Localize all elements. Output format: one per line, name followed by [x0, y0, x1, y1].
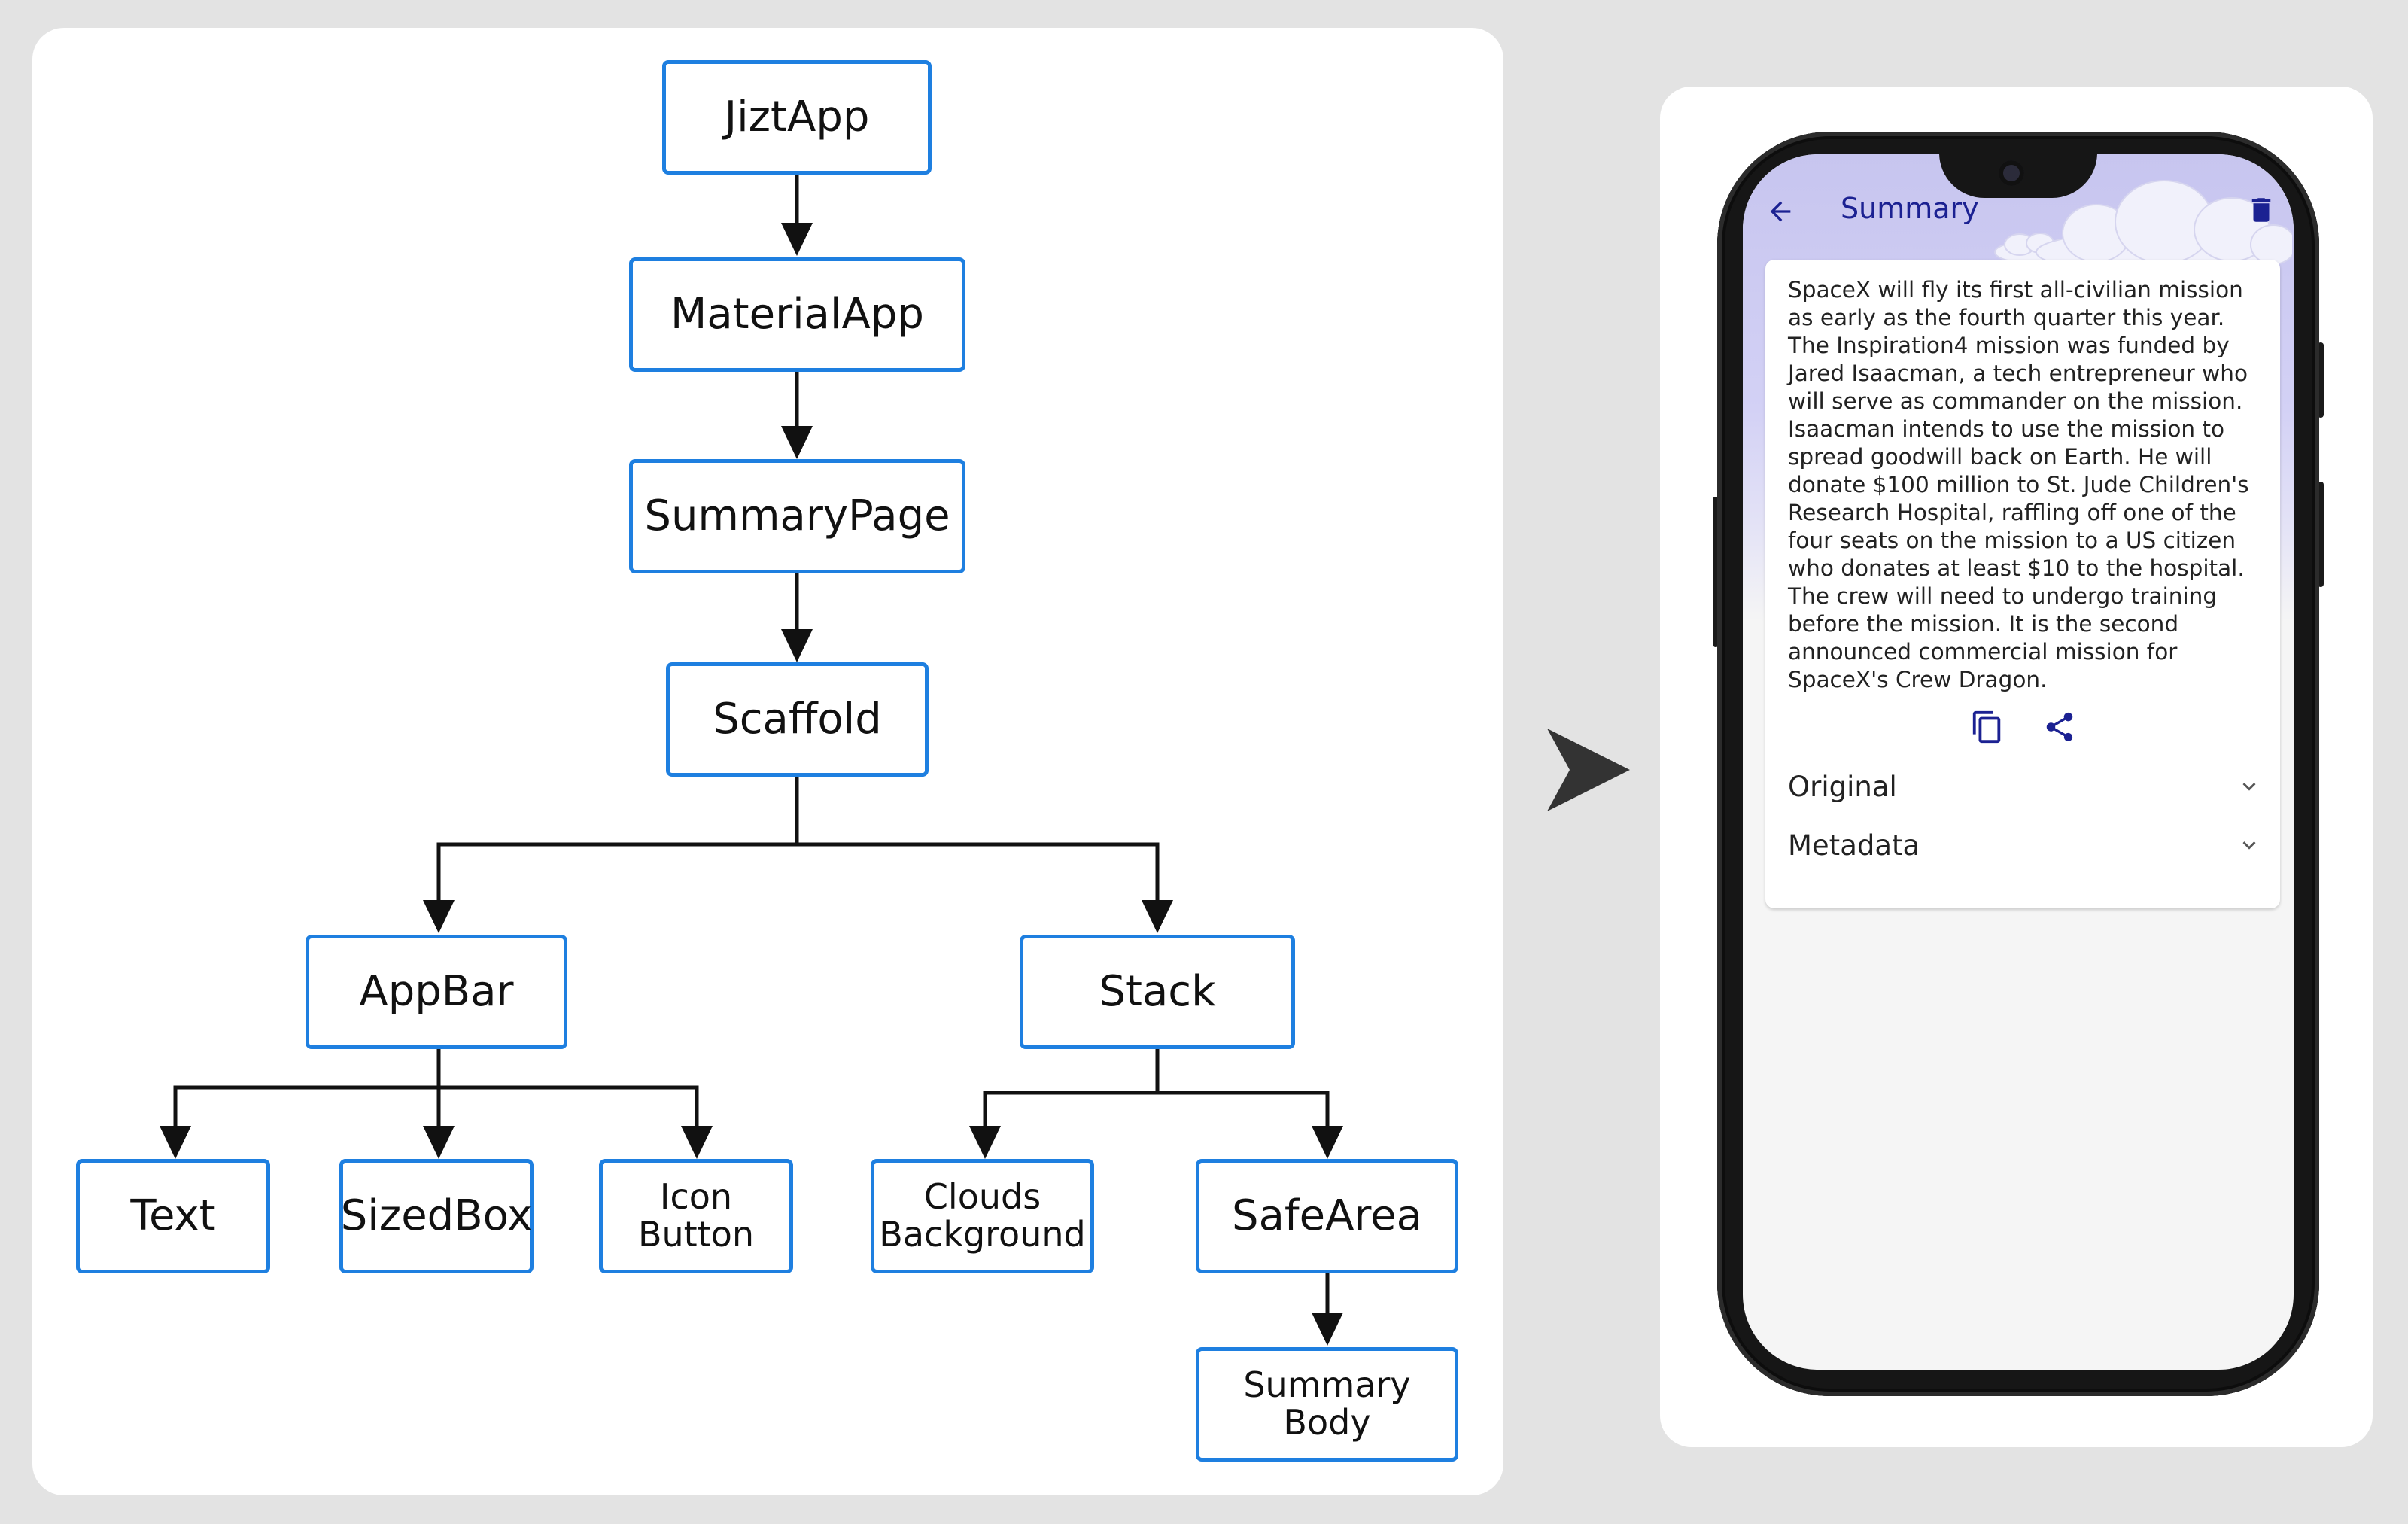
arrowhead: [1312, 1126, 1343, 1159]
node-jiztapp: JiztApp: [662, 60, 932, 175]
node-summarybody: Summary Body: [1196, 1347, 1458, 1462]
node-label: Icon Button: [637, 1176, 755, 1255]
node-scaffold: Scaffold: [666, 662, 929, 777]
node-label: Summary Body: [1243, 1364, 1411, 1443]
section-label: Original: [1788, 770, 1897, 803]
chevron-down-icon: [2242, 841, 2256, 850]
arrowhead: [423, 1126, 455, 1159]
edge-scaffold-appbar: [436, 777, 799, 907]
section-metadata[interactable]: Metadata: [1788, 823, 2262, 868]
edge-stack-safearea: [1157, 1091, 1330, 1131]
node-label: Scaffold: [713, 694, 882, 744]
share-icon[interactable]: [2042, 710, 2077, 744]
transition-arrow-icon: [1547, 729, 1630, 811]
arrowhead: [423, 900, 455, 933]
node-text: Text: [76, 1159, 270, 1273]
arrowhead: [160, 1126, 191, 1159]
arrow-back-icon[interactable]: [1765, 196, 1795, 227]
front-camera: [1999, 160, 2024, 186]
app-bar-title: Summary: [1841, 192, 1979, 225]
node-safearea: SafeArea: [1196, 1159, 1458, 1273]
node-materialapp: MaterialApp: [629, 257, 965, 372]
phone-side-button: [1713, 497, 1719, 647]
chevron-down-icon: [2242, 783, 2256, 791]
delete-icon[interactable]: [2245, 193, 2277, 227]
node-label: Clouds Background: [879, 1176, 1086, 1255]
edge-scaffold-stack: [797, 842, 1160, 907]
node-label: SizedBox: [340, 1191, 533, 1240]
node-clouds-background: Clouds Background: [871, 1159, 1094, 1273]
arrowhead: [1142, 900, 1173, 933]
arrowhead: [781, 629, 813, 662]
node-sizedbox: SizedBox: [339, 1159, 534, 1273]
node-label: JiztApp: [724, 92, 870, 141]
node-label: Stack: [1099, 966, 1216, 1016]
node-label: SummaryPage: [644, 491, 950, 540]
arrowhead: [969, 1126, 1001, 1159]
node-label: MaterialApp: [670, 289, 924, 339]
node-stack: Stack: [1020, 935, 1295, 1049]
phone-screen: Summary SpaceX will fly its first all-ci…: [1743, 154, 2294, 1370]
arrowhead: [681, 1126, 713, 1159]
summary-card: SpaceX will fly its first all-civilian m…: [1765, 260, 2280, 908]
phone-side-button: [2318, 342, 2324, 418]
node-appbar: AppBar: [306, 935, 567, 1049]
edge-appbar-iconbutton: [439, 1085, 699, 1131]
node-summarypage: SummaryPage: [629, 459, 965, 573]
edge-stack-clouds: [983, 1049, 1160, 1131]
section-original[interactable]: Original: [1788, 764, 2262, 809]
copy-icon[interactable]: [1970, 710, 2005, 744]
arrowhead: [781, 223, 813, 256]
clouds-illustration: [1994, 180, 2292, 267]
summary-text: SpaceX will fly its first all-civilian m…: [1788, 277, 2249, 692]
node-label: Text: [130, 1191, 216, 1240]
arrowhead: [781, 426, 813, 459]
section-label: Metadata: [1788, 829, 1920, 862]
node-label: AppBar: [359, 966, 514, 1016]
node-iconbutton: Icon Button: [599, 1159, 793, 1273]
phone-side-button: [2318, 482, 2324, 587]
node-label: SafeArea: [1232, 1191, 1422, 1240]
edge-appbar-text: [173, 1085, 439, 1131]
arrowhead: [1312, 1313, 1343, 1346]
